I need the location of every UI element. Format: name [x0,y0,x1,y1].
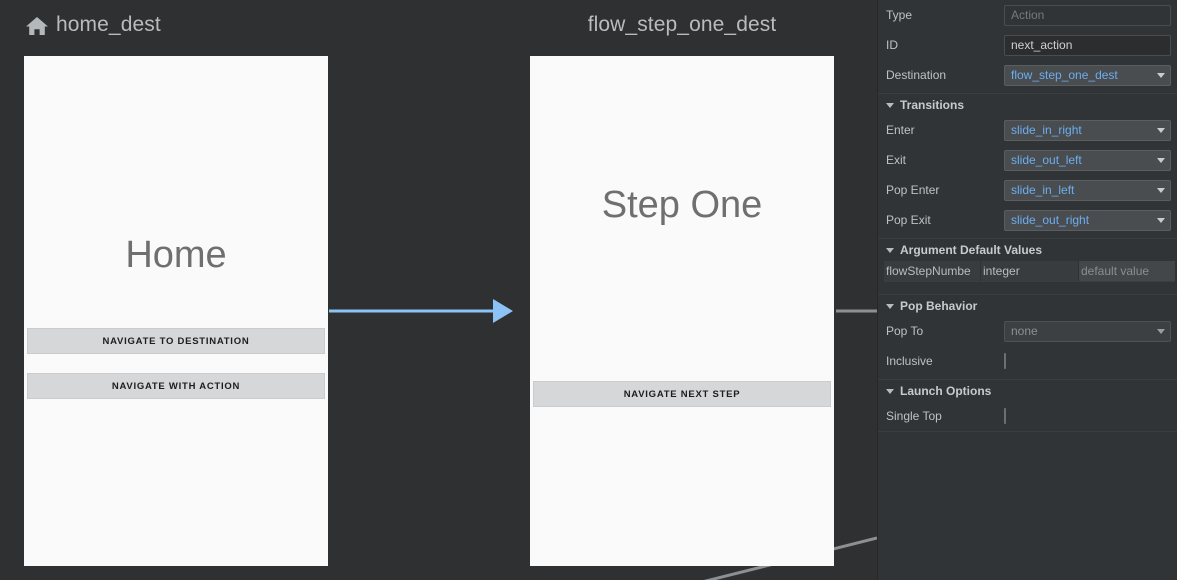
chevron-down-icon [1157,188,1165,193]
enter-transition-label: Enter [886,123,915,137]
pop-to-combo[interactable]: none [1004,320,1171,342]
pop-to-row: Pop To none [878,319,1177,343]
pop-to-label: Pop To [886,324,924,338]
pop-behavior-section-header[interactable]: Pop Behavior [878,294,1177,316]
argument-default-value-cell[interactable]: default value [1079,261,1175,281]
destination-flow-step-one-dest-title: flow_step_one_dest [530,8,834,42]
edge-home-to-flow-step-one [329,299,513,323]
step-one-screen-title: Step One [601,184,763,226]
chevron-down-icon [1157,73,1165,78]
destination-row: Destination flow_step_one_dest [878,63,1177,87]
id-input[interactable] [1004,34,1171,56]
chevron-down-icon [1157,128,1165,133]
triangle-down-icon [886,102,894,108]
navigate-with-action-button[interactable]: NAVIGATE WITH ACTION [27,373,325,399]
triangle-down-icon [886,247,894,253]
inclusive-checkbox[interactable] [1004,353,1006,369]
navigation-graph-canvas[interactable]: home_dest Home NAVIGATE TO DESTINATION N… [0,0,877,580]
pop-exit-transition-label: Pop Exit [886,213,931,227]
exit-transition-row: Exit slide_out_left [878,148,1177,172]
pop-enter-transition-value: slide_in_left [1011,182,1075,197]
properties-panel: Type ID Destination flow_step_one_dest [877,0,1177,580]
exit-transition-combo[interactable]: slide_out_left [1004,149,1171,171]
single-top-checkbox[interactable] [1004,408,1006,424]
pop-enter-transition-combo[interactable]: slide_in_left [1004,179,1171,201]
inclusive-row: Inclusive [878,349,1177,373]
type-row: Type [878,3,1177,27]
pop-enter-transition-row: Pop Enter slide_in_left [878,178,1177,202]
type-label: Type [886,8,913,22]
destination-flow-step-one-dest-label: flow_step_one_dest [587,13,777,36]
navigate-to-destination-button[interactable]: NAVIGATE TO DESTINATION [27,328,325,354]
destination-flow-step-one-dest-card[interactable]: Step One NAVIGATE NEXT STEP [530,56,834,566]
type-input[interactable] [1004,4,1171,26]
enter-transition-row: Enter slide_in_right [878,118,1177,142]
destination-home-dest[interactable]: home_dest Home NAVIGATE TO DESTINATION N… [24,8,328,566]
id-label: ID [886,38,898,52]
destination-home-dest-card[interactable]: Home NAVIGATE TO DESTINATION NAVIGATE WI… [24,56,328,566]
id-row: ID [878,33,1177,57]
transitions-header-label: Transitions [900,98,965,112]
inclusive-label: Inclusive [886,354,933,368]
launch-options-header-label: Launch Options [900,384,992,398]
destination-label: Destination [886,68,947,82]
destination-home-dest-title: home_dest [24,8,161,42]
triangle-down-icon [886,388,894,394]
pop-exit-transition-combo[interactable]: slide_out_right [1004,209,1171,231]
panel-bottom-divider [878,431,1177,432]
destination-home-dest-label: home_dest [56,13,161,36]
transitions-section-header[interactable]: Transitions [878,93,1177,115]
destination-flow-step-one-dest[interactable]: flow_step_one_dest Step One NAVIGATE NEX… [530,8,834,566]
home-icon [24,15,50,37]
argument-name-cell[interactable]: flowStepNumbe [884,261,981,281]
chevron-down-icon [1157,218,1165,223]
navigate-next-step-button[interactable]: NAVIGATE NEXT STEP [533,381,831,407]
argument-type-cell[interactable]: integer [981,261,1079,281]
pop-enter-transition-label: Pop Enter [886,183,940,197]
exit-transition-value: slide_out_left [1011,152,1082,167]
destination-combo-value: flow_step_one_dest [1011,67,1118,82]
argument-default-values-header-label: Argument Default Values [900,243,1043,257]
pop-exit-transition-value: slide_out_right [1011,212,1090,227]
destination-combo[interactable]: flow_step_one_dest [1004,64,1171,86]
pop-to-value: none [1011,323,1038,338]
home-screen-title: Home [125,234,227,276]
chevron-down-icon [1157,329,1165,334]
exit-transition-label: Exit [886,153,907,167]
triangle-down-icon [886,303,894,309]
single-top-row: Single Top [878,404,1177,428]
enter-transition-combo[interactable]: slide_in_right [1004,119,1171,141]
pop-behavior-header-label: Pop Behavior [900,299,978,313]
enter-transition-value: slide_in_right [1011,122,1082,137]
single-top-label: Single Top [886,409,942,423]
pop-exit-transition-row: Pop Exit slide_out_right [878,208,1177,232]
argument-table: flowStepNumbe integer default value [884,261,1175,282]
argument-default-values-section-header[interactable]: Argument Default Values [878,238,1177,260]
launch-options-section-header[interactable]: Launch Options [878,379,1177,401]
chevron-down-icon [1157,158,1165,163]
